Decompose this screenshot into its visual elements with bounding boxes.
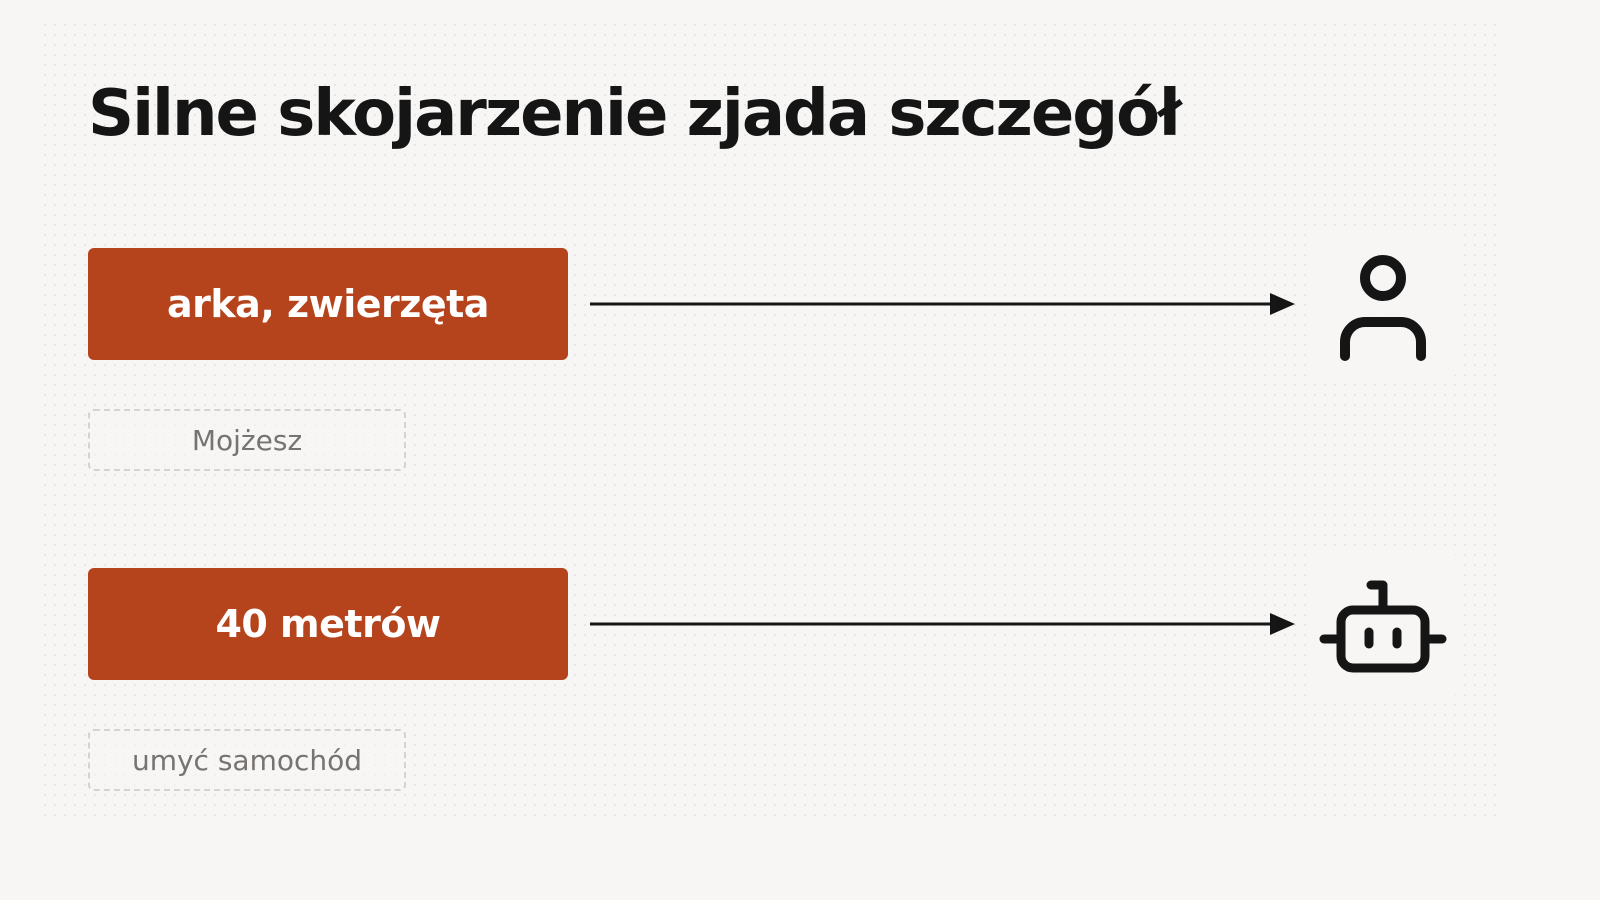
- arrow-2: [590, 613, 1295, 635]
- robot-icon: [1319, 580, 1447, 673]
- arrow-1: [590, 293, 1295, 315]
- person-icon: [1340, 255, 1426, 361]
- term-box-2: 40 metrów: [88, 568, 568, 680]
- robot-icon-tile: [1308, 550, 1458, 700]
- hint-box-2: umyć samochód: [88, 729, 406, 791]
- slide-title: Silne skojarzenie zjada szczegół: [88, 77, 1182, 151]
- term-box-1: arka, zwierzęta: [88, 248, 568, 360]
- person-icon-tile: [1308, 229, 1458, 379]
- hint-box-1: Mojżesz: [88, 409, 406, 471]
